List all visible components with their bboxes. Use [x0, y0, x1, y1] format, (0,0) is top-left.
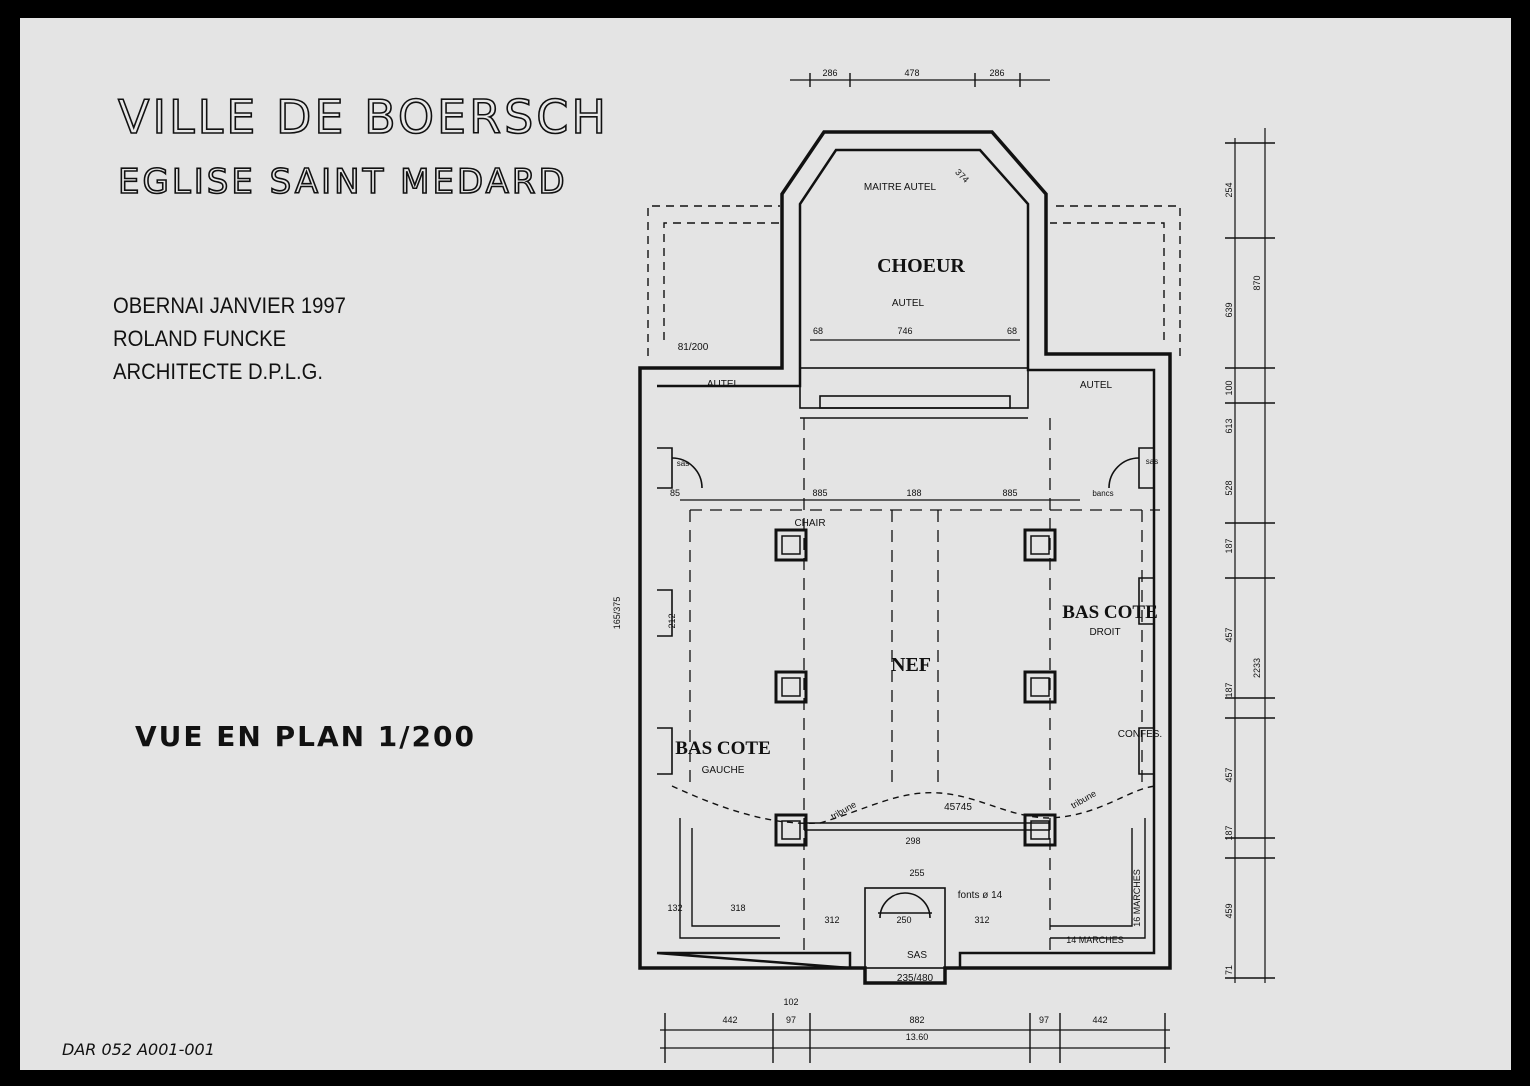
dim-side-vertical: 165/375 — [612, 597, 622, 630]
floor-plan: CHOEUR NEF BAS COTE DROIT BAS COTE GAUCH… — [612, 68, 1275, 1063]
label-bancs: bancs — [1092, 489, 1113, 498]
label-tribune-right: tribune — [1069, 788, 1098, 810]
dim-apse-diagonal: 374 — [953, 167, 971, 185]
sacristies — [647, 205, 1181, 356]
dim-nave-left: 885 — [812, 488, 827, 498]
dim-bottom-102: 102 — [783, 997, 798, 1007]
label-tribune-left: tribune — [829, 799, 858, 821]
label-chair: CHAIR — [794, 518, 825, 529]
dim-right-6: 528 — [1224, 480, 1234, 495]
label-sas-left: sas — [677, 459, 689, 468]
dim-bottom-97-right: 97 — [1039, 1015, 1049, 1025]
label-16-marches: 16 MARCHES — [1132, 869, 1142, 927]
room-nef: NEF — [891, 654, 931, 676]
label-maitre-autel: MAITRE AUTEL — [864, 182, 937, 193]
dim-lower-1: 132 — [667, 903, 682, 913]
dim-choeur-right: 68 — [1007, 326, 1017, 336]
room-bas-cote-droit-sub: DROIT — [1089, 627, 1120, 638]
dim-bottom-97-left: 97 — [786, 1015, 796, 1025]
dim-nave-center: 188 — [906, 488, 921, 498]
dim-right-1: 254 — [1224, 182, 1234, 197]
dim-top-1: 286 — [822, 68, 837, 78]
dimension-ticks — [664, 73, 1275, 1063]
nave-grid — [689, 418, 1160, 958]
room-bas-cote-droit: BAS COTE — [1062, 602, 1158, 623]
dim-right-4: 100 — [1224, 380, 1234, 395]
label-autel-right: AUTEL — [1080, 380, 1113, 391]
side-doors — [657, 447, 1154, 775]
dim-top-3: 286 — [989, 68, 1004, 78]
dim-lower-2: 318 — [730, 903, 745, 913]
dim-nave-right: 885 — [1002, 488, 1017, 498]
drawing-subtitle: EGLISE SAINT MEDARD — [117, 161, 568, 203]
dim-side-vertical-2: 212 — [667, 613, 677, 628]
label-sas-right: sas — [1146, 457, 1158, 466]
room-bas-cote-gauche-sub: GAUCHE — [702, 765, 745, 776]
label-pavement: 45745 — [944, 802, 972, 813]
stairs — [679, 818, 1146, 939]
drawing-sheet: VILLE DE BOERSCH EGLISE SAINT MEDARD OBE… — [20, 18, 1511, 1070]
dim-sas-width-2: 250 — [896, 915, 911, 925]
dim-bottom-total: 882 — [909, 1015, 924, 1025]
outer-wall — [638, 130, 1172, 985]
label-14-marches: 14 MARCHES — [1066, 935, 1124, 945]
dim-bottom-left: 442 — [722, 1015, 737, 1025]
dim-right-total: 2233 — [1252, 658, 1262, 678]
dim-right-5: 613 — [1224, 418, 1234, 433]
archive-reference: DAR 052 A001-001 — [62, 1040, 215, 1059]
dim-right-10: 457 — [1224, 767, 1234, 782]
dim-pier-edge: 85 — [670, 488, 680, 498]
label-fonts: fonts ø 14 — [958, 890, 1003, 901]
pillars — [774, 528, 1057, 847]
room-choeur: CHOEUR — [877, 255, 965, 277]
label-autel-center: AUTEL — [892, 298, 925, 309]
dim-right-12: 459 — [1224, 903, 1234, 918]
label-confes: CONFES. — [1118, 729, 1162, 740]
room-sas: SAS — [907, 950, 927, 961]
entry-porch — [804, 822, 1050, 969]
dim-right-2: 639 — [1224, 302, 1234, 317]
dim-right-11: 187 — [1224, 825, 1234, 840]
author-name: ROLAND FUNCKE — [113, 326, 287, 351]
dim-right-7: 187 — [1224, 538, 1234, 553]
label-ref-sheet: 81/200 — [678, 342, 709, 353]
dim-right-3: 870 — [1252, 275, 1262, 290]
drawing-title: VILLE DE BOERSCH — [117, 89, 609, 145]
dim-bottom-total-2: 13.60 — [906, 1032, 929, 1042]
dim-right-13: 71 — [1224, 965, 1234, 975]
dim-right-9: 187 — [1224, 682, 1234, 697]
dim-sas-side-left: 312 — [824, 915, 839, 925]
dim-choeur-width: 746 — [897, 326, 912, 336]
author-date: OBERNAI JANVIER 1997 — [113, 293, 346, 318]
choir-steps — [799, 367, 1029, 419]
dim-sas-width: 255 — [909, 868, 924, 878]
author-title: ARCHITECTE D.P.L.G. — [113, 359, 323, 384]
dim-top-2: 478 — [904, 68, 919, 78]
dimension-lines — [660, 79, 1266, 1049]
room-bas-cote-gauche: BAS COTE — [675, 738, 771, 759]
label-autel-left: AUTEL — [707, 379, 740, 390]
view-title: VUE EN PLAN 1/200 — [135, 720, 476, 753]
dim-choeur-left: 68 — [813, 326, 823, 336]
label-doors: 235/480 — [897, 973, 934, 984]
dim-right-8: 457 — [1224, 627, 1234, 642]
dim-porch-width: 298 — [905, 836, 920, 846]
inner-wall — [656, 148, 1156, 970]
dim-sas-side-right: 312 — [974, 915, 989, 925]
dim-bottom-right: 442 — [1092, 1015, 1107, 1025]
